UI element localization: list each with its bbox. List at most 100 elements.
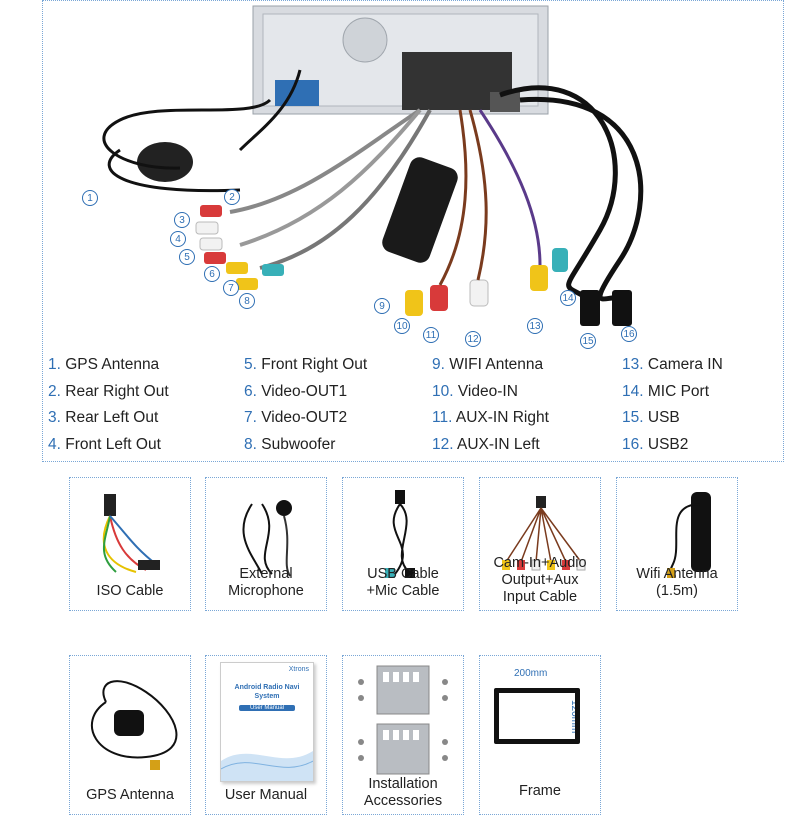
gps-antenna-image [90,680,178,770]
legend-label: AUX-IN Right [455,409,549,426]
accessory-label: GPS Antenna [86,787,174,803]
microphone-image [242,500,292,577]
manual-wave-graphic [221,751,313,781]
legend-label: AUX-IN Left [457,435,540,453]
legend-item: 10. Video-IN [432,383,549,410]
legend-column-3: 9. WIFI Antenna 10. Video-IN 11. AUX-IN … [432,356,549,462]
accessory-card-installation: Installation Accessories [342,655,464,815]
legend-item: 1. GPS Antenna [48,356,169,383]
legend-item: 3. Rear Left Out [48,409,169,436]
accessory-label: Cam-In+Audio Output+Aux Input Cable [493,555,587,605]
head-unit-rear-photo [102,5,644,326]
manual-subtitle: User Manual [239,705,295,711]
legend-number: 12. [432,435,454,453]
legend-item: 6. Video-OUT1 [244,383,367,410]
legend-item: 12. AUX-IN Left [432,436,549,463]
legend-number: 16. [622,435,644,453]
accessory-card-cam-audio-cable: Cam-In+Audio Output+Aux Input Cable [479,477,601,611]
legend-number: 6. [244,382,257,400]
legend-number: 3. [48,409,61,426]
legend-column-2: 5. Front Right Out 6. Video-OUT1 7. Vide… [244,356,367,462]
callout-14: 14 [560,290,576,306]
legend-label: Front Left Out [65,435,161,453]
usb-cable-image [385,490,415,578]
legend-number: 15. [622,409,644,426]
legend-number: 1. [48,356,61,373]
accessory-card-wifi-antenna: Wifi Antenna (1.5m) [616,477,738,611]
legend-number: 11. [432,409,453,426]
callout-5: 5 [179,249,195,265]
callout-7: 7 [223,280,239,296]
manual-brand: Xtrons [288,666,309,673]
accessory-label: User Manual [224,787,308,803]
legend-label: Video-OUT1 [261,382,348,400]
accessory-card-iso-cable: ISO Cable [69,477,191,611]
legend-label: Subwoofer [261,435,336,453]
legend-label: Front Right Out [261,356,368,373]
legend-item: 7. Video-OUT2 [244,409,367,436]
accessory-label: Frame [519,783,561,799]
legend-item: 14. MIC Port [622,383,723,410]
accessory-label: External Microphone [228,566,304,599]
accessory-card-microphone: External Microphone [205,477,327,611]
callout-2: 2 [224,189,240,205]
legend-number: 7. [244,409,257,426]
callout-4: 4 [170,231,186,247]
legend-label: USB2 [647,435,689,453]
legend-label: Rear Right Out [65,382,169,400]
main-panel [42,0,784,462]
legend-label: Rear Left Out [65,409,159,426]
legend-label: WIFI Antenna [449,356,544,373]
legend-column-4: 13. Camera IN 14. MIC Port 15. USB 16. U… [622,356,723,462]
legend-label: Video-OUT2 [261,409,348,426]
legend-number: 14. [622,382,644,400]
accessory-label: Installation Accessories [363,776,443,809]
legend-number: 10. [432,382,454,400]
callout-3: 3 [174,212,190,228]
frame-width-label: 200mm [514,668,548,679]
legend-item: 15. USB [622,409,723,436]
legend-number: 5. [244,356,257,373]
manual-title: Android Radio Navi System [234,684,300,700]
legend-item: 2. Rear Right Out [48,383,169,410]
legend-item: 16. USB2 [622,436,723,463]
accessory-label: ISO Cable [96,583,164,599]
legend-item: 4. Front Left Out [48,436,169,463]
callout-15: 15 [580,333,596,349]
legend-number: 2. [48,382,61,400]
callout-6: 6 [204,266,220,282]
cam-audio-cable-image [502,496,586,571]
accessory-card-gps-antenna: GPS Antenna [69,655,191,815]
callout-9: 9 [374,298,390,314]
accessory-label: Wifi Antenna (1.5m) [636,566,718,599]
iso-cable-image [102,494,160,573]
legend-label: Camera IN [647,356,723,373]
legend-column-1: 1. GPS Antenna 2. Rear Right Out 3. Rear… [48,356,169,462]
callout-10: 10 [394,318,410,334]
legend-item: 13. Camera IN [622,356,723,383]
accessory-card-usb-mic-cable: USB Cable +Mic Cable [342,477,464,611]
accessory-card-user-manual: Xtrons Android Radio Navi System User Ma… [205,655,327,815]
legend-number: 4. [48,435,61,453]
legend-item: 5. Front Right Out [244,356,367,383]
legend-item: 9. WIFI Antenna [432,356,549,383]
callout-12: 12 [465,331,481,347]
legend-number: 13. [622,356,644,373]
callout-8: 8 [239,293,255,309]
accessory-card-frame: 200mm 120mm Frame [479,655,601,815]
legend-item: 8. Subwoofer [244,436,367,463]
callout-1: 1 [82,190,98,206]
callout-11: 11 [423,327,439,343]
legend-number: 8. [244,435,257,453]
legend-item: 11. AUX-IN Right [432,409,549,436]
user-manual-cover: Xtrons Android Radio Navi System User Ma… [220,662,314,782]
legend-number: 9. [432,356,445,373]
connector-legend: 1. GPS Antenna 2. Rear Right Out 3. Rear… [48,356,768,456]
wifi-antenna-image [667,492,711,578]
legend-label: MIC Port [647,382,710,400]
callout-13: 13 [527,318,543,334]
installation-brackets-image [358,665,448,775]
accessory-label: USB Cable +Mic Cable [366,566,440,599]
legend-label: Video-IN [457,382,518,400]
callout-16: 16 [621,326,637,342]
